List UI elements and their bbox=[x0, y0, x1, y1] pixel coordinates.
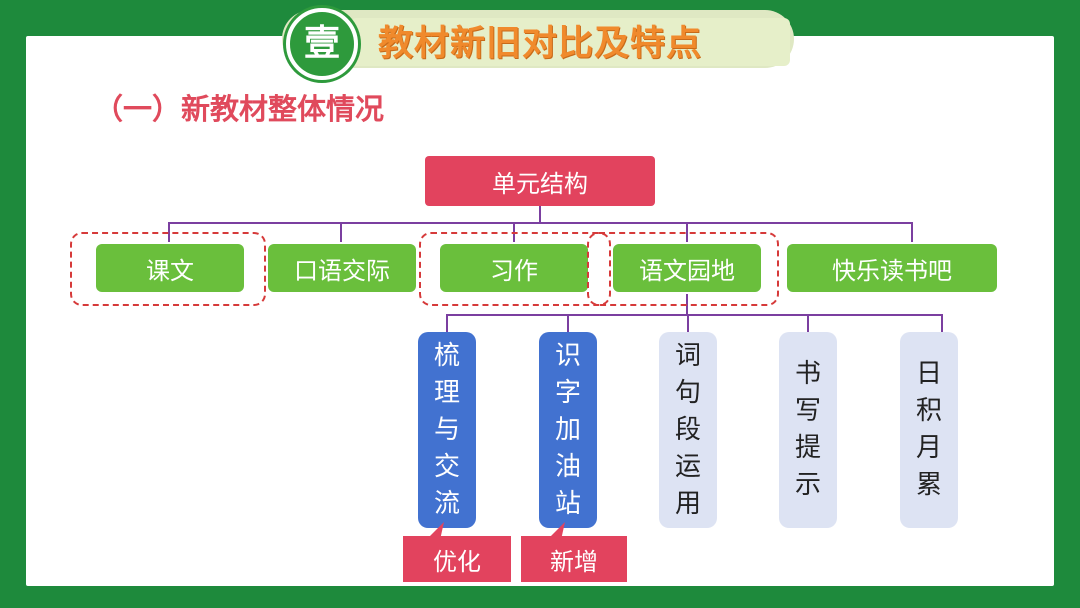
sub-item-riji-yuelei: 日 积 月 累 bbox=[900, 332, 958, 528]
section-title: （一）新教材整体情况 bbox=[94, 92, 385, 126]
sub-item-shuxie-tishi: 书 写 提 示 bbox=[779, 332, 837, 528]
connector-sub-3 bbox=[687, 314, 689, 332]
sub-item-char: 加 bbox=[554, 414, 581, 445]
unit-kouyu-jiaoji: 口语交际 bbox=[268, 244, 416, 292]
connector-unit-2 bbox=[340, 222, 342, 242]
unit-xizuo: 习作 bbox=[440, 244, 588, 292]
connector-sub-4 bbox=[807, 314, 809, 332]
unit-kuaile-dushuba: 快乐读书吧 bbox=[787, 244, 997, 292]
sub-item-char: 月 bbox=[915, 433, 942, 463]
sub-item-char: 日 bbox=[915, 359, 942, 389]
sub-item-char: 书 bbox=[794, 359, 821, 389]
sub-item-char: 句 bbox=[674, 377, 701, 408]
header-banner-bar bbox=[350, 18, 790, 66]
connector-sub-5 bbox=[941, 314, 943, 332]
unit-yuwen-yuandi: 语文园地 bbox=[613, 244, 761, 292]
header-title: 教材新旧对比及特点 bbox=[378, 23, 703, 64]
highlight-xizuo bbox=[419, 232, 611, 306]
sub-item-ciju-duan-yunyong: 词 句 段 运 用 bbox=[659, 332, 717, 528]
sub-item-char: 字 bbox=[554, 377, 581, 408]
highlight-kewen bbox=[70, 232, 266, 306]
sub-item-char: 理 bbox=[433, 377, 460, 408]
sub-item-char: 写 bbox=[794, 396, 821, 426]
tag-youhua: 优化 bbox=[403, 536, 511, 582]
sub-item-char: 词 bbox=[674, 340, 701, 371]
connector-root-stem bbox=[539, 206, 541, 222]
sub-item-char: 交 bbox=[433, 451, 460, 482]
sub-item-char: 识 bbox=[554, 340, 581, 371]
connector-units-bar bbox=[168, 222, 913, 224]
sub-item-char: 用 bbox=[674, 488, 701, 519]
sub-item-char: 站 bbox=[554, 488, 581, 519]
tag-xinzeng: 新增 bbox=[521, 536, 627, 582]
connector-sub-2 bbox=[567, 314, 569, 332]
sub-item-char: 段 bbox=[674, 414, 701, 445]
sub-item-char: 油 bbox=[554, 451, 581, 482]
sub-item-shizi-jiayouzhan: 识 字 加 油 站 bbox=[539, 332, 597, 528]
sub-item-char: 梳 bbox=[433, 340, 460, 371]
sub-item-char: 示 bbox=[794, 470, 821, 500]
highlight-yuandi bbox=[587, 232, 779, 306]
callout-pointer-youhua bbox=[426, 522, 444, 540]
sub-item-char: 运 bbox=[674, 451, 701, 482]
sub-item-char: 积 bbox=[915, 396, 942, 426]
sub-item-char: 流 bbox=[433, 488, 460, 519]
root-node: 单元结构 bbox=[425, 156, 655, 206]
header-badge: 壹 bbox=[286, 8, 358, 80]
sub-item-shuli-jiaoliu: 梳 理 与 交 流 bbox=[418, 332, 476, 528]
callout-pointer-xinzeng bbox=[547, 522, 565, 540]
connector-sub-bar bbox=[446, 314, 943, 316]
unit-kewen: 课文 bbox=[96, 244, 244, 292]
connector-sub-1 bbox=[446, 314, 448, 332]
connector-unit-5 bbox=[911, 222, 913, 242]
sub-item-char: 提 bbox=[794, 433, 821, 463]
sub-item-char: 与 bbox=[433, 414, 460, 445]
sub-item-char: 累 bbox=[915, 470, 942, 500]
